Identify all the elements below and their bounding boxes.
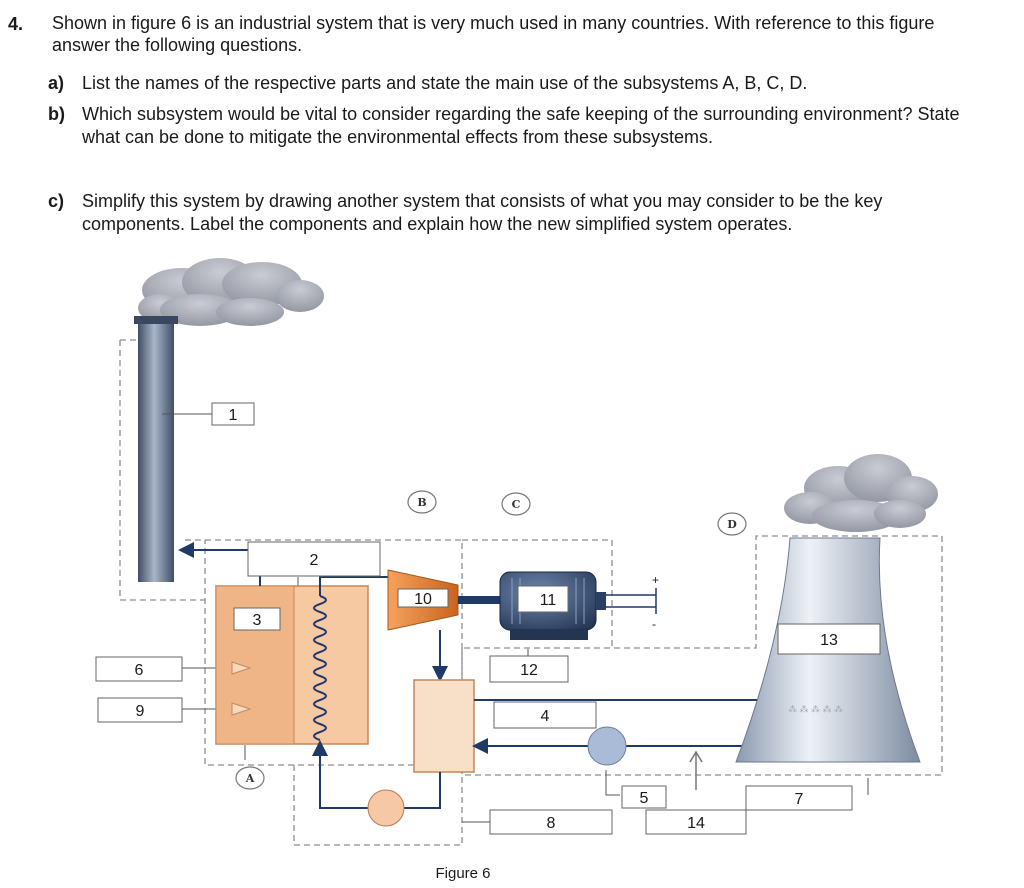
label-3: 3 <box>253 612 262 629</box>
label-8: 8 <box>547 815 556 832</box>
turbine-shaft <box>458 596 504 604</box>
terminal-minus: - <box>652 617 656 631</box>
question-intro: Shown in figure 6 is an industrial syste… <box>52 13 935 55</box>
cooling-pump <box>587 726 627 766</box>
subsystem-a-label: A <box>245 772 255 785</box>
chimney-smoke <box>138 258 324 326</box>
label-1: 1 <box>229 407 238 424</box>
subsystem-b-bubble <box>407 490 437 514</box>
figure-caption: Figure 6 <box>435 865 490 882</box>
burner-arrows <box>231 661 252 716</box>
label-5: 5 <box>640 790 649 807</box>
part-a-text: List the names of the respective parts a… <box>82 73 808 93</box>
label-boxes <box>95 402 881 835</box>
label-4: 4 <box>541 708 550 725</box>
chimney-top <box>134 316 178 324</box>
spray-nozzles: ⁂ ⁂ ⁂ ⁂ ⁂ <box>788 704 843 714</box>
label-2: 2 <box>310 552 319 569</box>
subsystem-d-label: D <box>727 518 737 531</box>
part-a-label: a) <box>48 73 65 93</box>
label-7: 7 <box>795 791 804 808</box>
question-number: 4. <box>8 14 24 34</box>
label-10: 10 <box>414 591 432 608</box>
subsystem-d-bubble <box>717 512 747 536</box>
generator-terminals <box>606 588 657 614</box>
condenser <box>413 679 475 773</box>
chimney <box>138 320 174 582</box>
label-9: 9 <box>136 703 145 720</box>
label-14: 14 <box>687 815 705 832</box>
part-c-text: Simplify this system by drawing another … <box>82 191 883 234</box>
label-6: 6 <box>135 662 144 679</box>
subsystem-a-bubble <box>235 766 265 790</box>
question-part-c: c) Simplify this system by drawing anoth… <box>48 190 962 236</box>
part-b-text: Which subsystem would be vital to consid… <box>82 104 960 147</box>
terminal-plus: + <box>652 573 659 587</box>
subsystem-b-label: B <box>417 496 426 509</box>
tower-steam <box>784 454 938 532</box>
part-c-label: c) <box>48 191 65 211</box>
boiler-coil <box>313 595 327 741</box>
question-part-a: a) List the names of the respective part… <box>48 72 962 95</box>
feedwater-flow <box>312 740 370 809</box>
feed-pump <box>367 789 405 827</box>
label-11: 11 <box>540 592 557 609</box>
subsystem-c-bubble <box>501 492 531 516</box>
label-12: 12 <box>520 662 538 679</box>
subsystem-markers <box>235 490 747 790</box>
part-b-label: b) <box>48 104 65 124</box>
condensate-flow <box>400 772 441 809</box>
subsystem-c-label: C <box>512 498 521 511</box>
question-part-b: b) Which subsystem would be vital to con… <box>48 103 962 149</box>
label-13: 13 <box>820 632 838 649</box>
svg-text:⁂ ⁂ ⁂ ⁂ ⁂: ⁂ ⁂ ⁂ ⁂ ⁂ <box>788 704 843 714</box>
